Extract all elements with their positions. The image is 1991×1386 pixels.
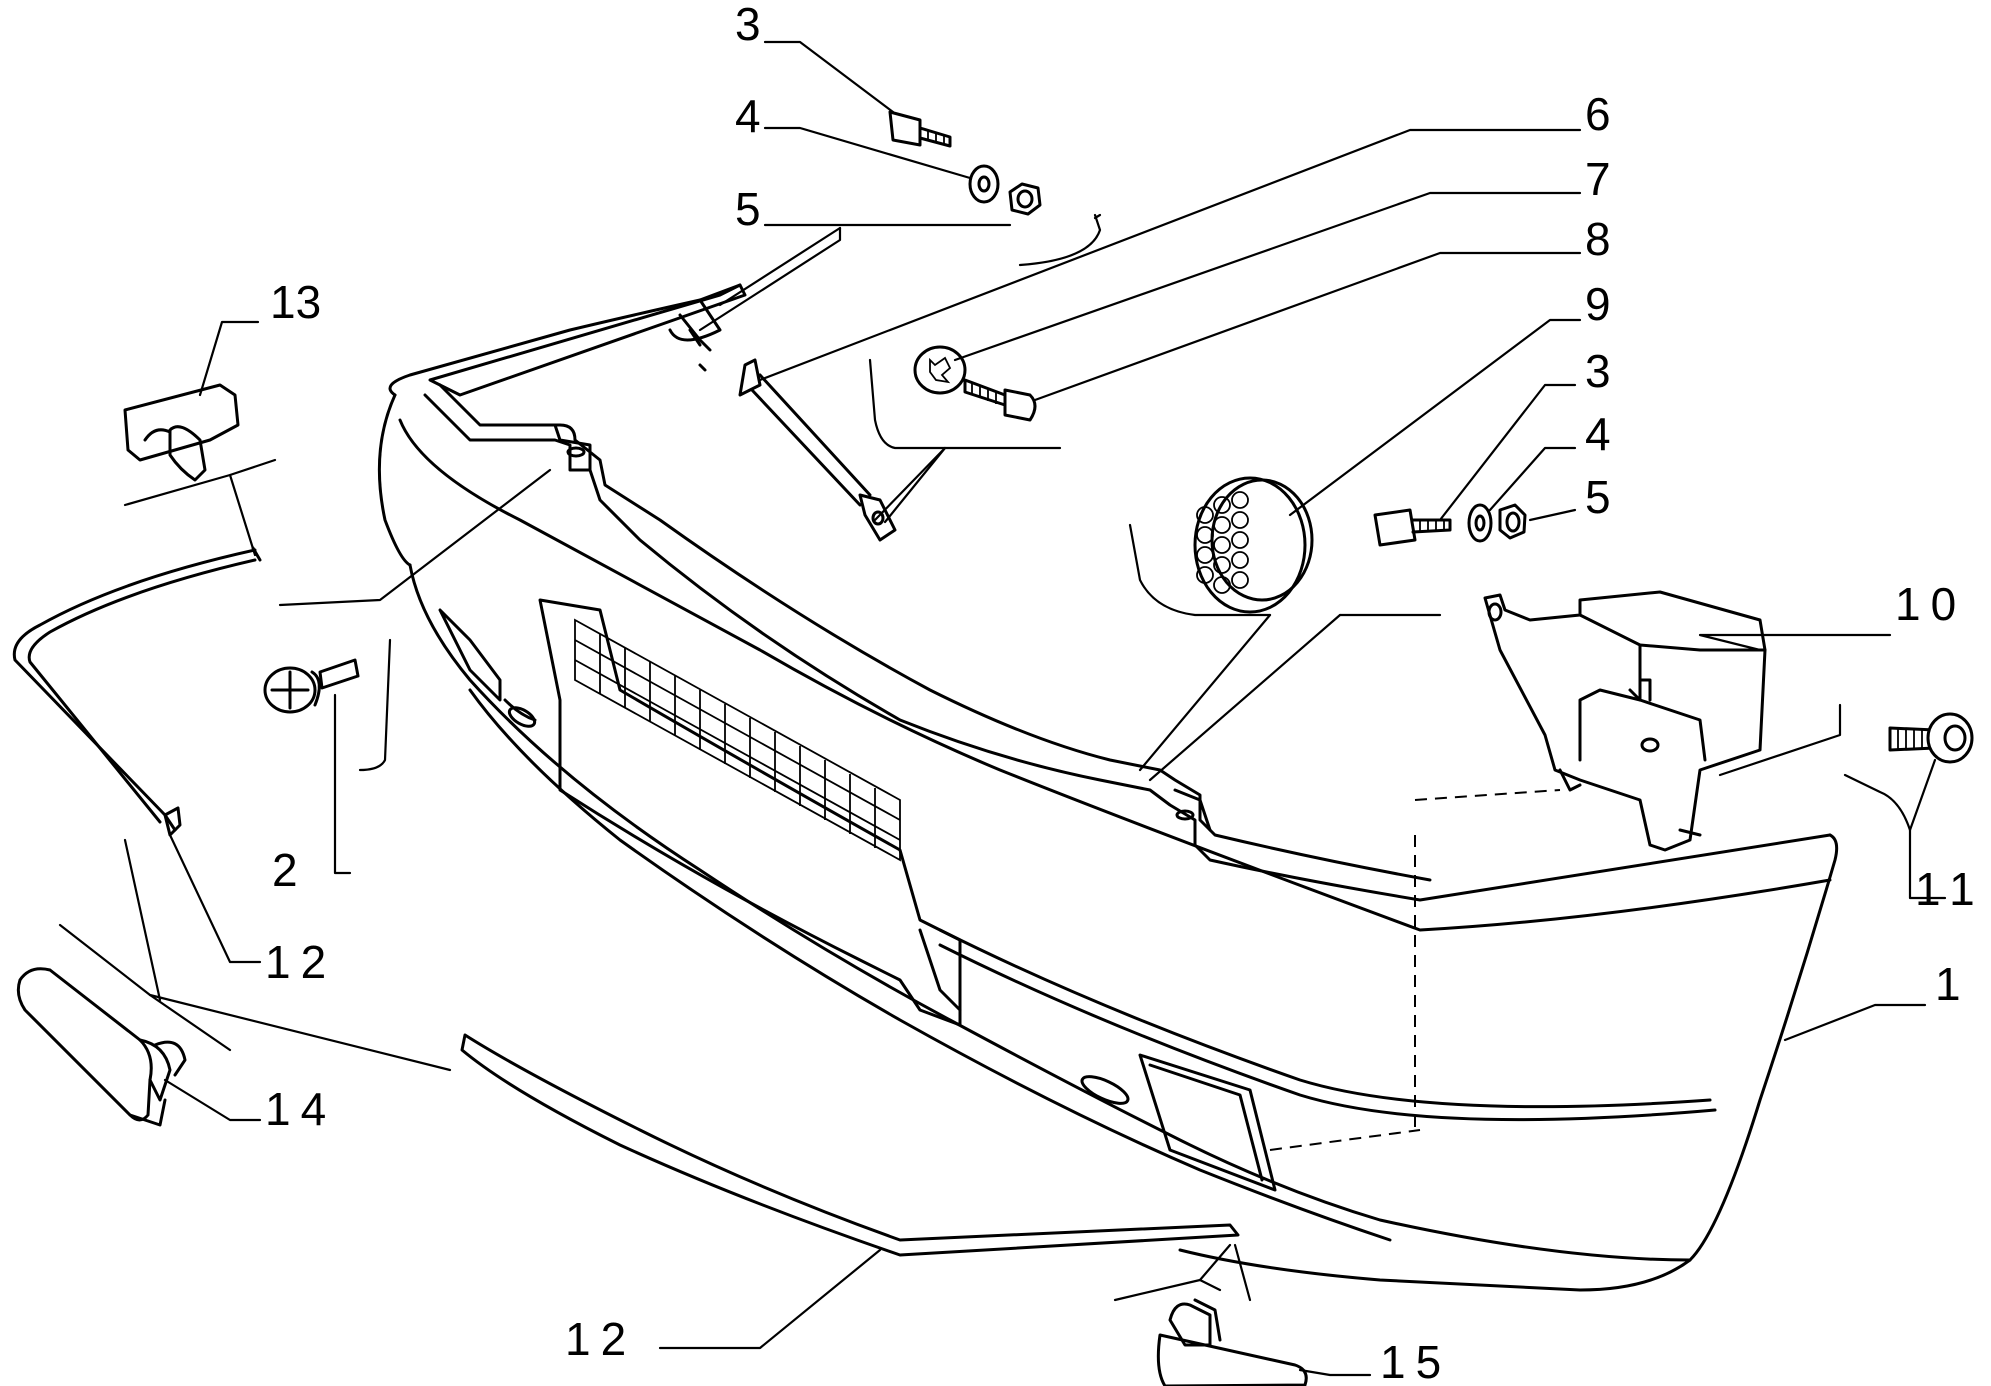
- screw-2: [263, 658, 360, 714]
- callout-6: 6: [1585, 88, 1611, 140]
- callout-12b: 12: [565, 1313, 636, 1365]
- nut-5b: [1498, 503, 1527, 540]
- nut-5a: [1008, 182, 1042, 216]
- callout-5a: 5: [735, 183, 761, 235]
- grille-mesh: [574, 618, 901, 862]
- callout-14: 14: [265, 1083, 336, 1135]
- bolt-3a: [888, 110, 952, 148]
- washer-4a: [968, 164, 1000, 204]
- lock-washer-7: [913, 345, 967, 395]
- bracket-rod-6: [738, 358, 897, 542]
- upper-frame-rail: [428, 283, 747, 397]
- connector-9: [1193, 476, 1314, 614]
- callout-5b: 5: [1585, 471, 1611, 523]
- clip-14: [16, 967, 187, 1127]
- bolt-8: [963, 378, 1037, 422]
- callout-1: 1: [1935, 958, 1961, 1010]
- washer-4b: [1467, 503, 1493, 543]
- callout-13: 13: [270, 276, 321, 328]
- callout-4a: 4: [735, 90, 761, 142]
- bumper-cover: [377, 283, 1839, 1292]
- callout-4b: 4: [1585, 408, 1611, 460]
- callout-3a: 3: [735, 0, 761, 50]
- callout-labels: 3 4 5 6 7 8 9 3 4 5 10 13 2 12 11 1 14 1…: [265, 0, 1987, 1386]
- callout-8: 8: [1585, 213, 1611, 265]
- callout-11: 11: [1915, 863, 1987, 915]
- clip-13: [123, 383, 240, 482]
- callout-12a: 12: [265, 936, 336, 988]
- leader-lines: [58, 40, 1947, 1377]
- trim-strip-12a: [12, 546, 262, 837]
- trim-strip-12b: [460, 1033, 1240, 1257]
- callout-3b: 3: [1585, 345, 1611, 397]
- callout-9: 9: [1585, 278, 1611, 330]
- callout-10: 10: [1895, 578, 1966, 630]
- clip-15: [1156, 1298, 1308, 1386]
- bolt-3b: [1373, 508, 1452, 547]
- callout-15: 15: [1380, 1336, 1451, 1386]
- callout-7: 7: [1585, 153, 1611, 205]
- screw-11: [1888, 712, 1974, 764]
- callout-2: 2: [272, 844, 298, 896]
- side-bracket-10: [1483, 590, 1767, 852]
